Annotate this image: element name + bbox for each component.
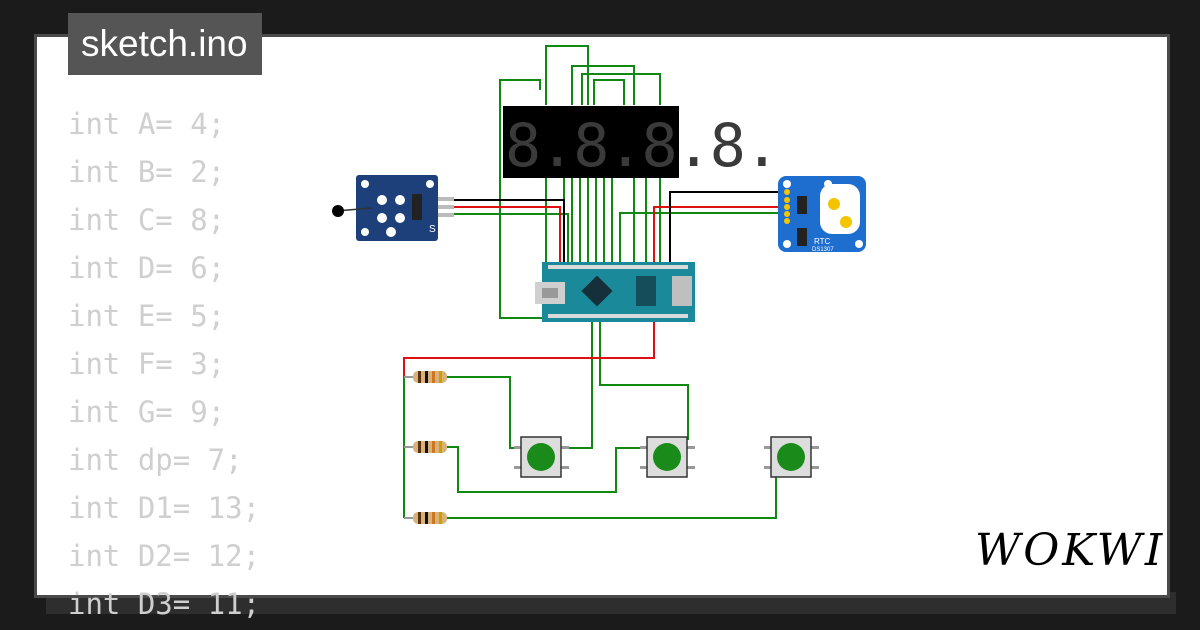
file-tab[interactable]: sketch.ino: [68, 13, 262, 75]
resistor[interactable]: [404, 371, 447, 383]
push-button[interactable]: [764, 436, 819, 478]
code-line: int F= 3;: [68, 347, 226, 381]
resistor[interactable]: [404, 441, 447, 453]
seven-segment-display[interactable]: 8.8.8.8.: [503, 106, 780, 181]
temperature-sensor-module[interactable]: S: [332, 175, 454, 241]
arduino-nano-board[interactable]: [535, 262, 695, 322]
code-editor[interactable]: int A= 4; int B= 2; int C= 8; int D= 6; …: [68, 100, 408, 621]
code-line: int D3= 11;: [68, 587, 261, 621]
code-line: int dp= 7;: [68, 443, 243, 477]
red-wires: [403, 206, 780, 378]
code-line: int B= 2;: [68, 155, 226, 189]
star-logo-icon: [824, 180, 832, 188]
code-line: int D= 6;: [68, 251, 226, 285]
thermistor-icon: [332, 205, 344, 217]
svg-text:RTC: RTC: [814, 237, 831, 246]
code-line: int G= 9;: [68, 395, 226, 429]
code-line: int E= 5;: [68, 299, 226, 333]
code-line: int A= 4;: [68, 107, 226, 141]
rtc-module[interactable]: RTC DS1307: [778, 176, 866, 253]
code-line: int C= 8;: [68, 203, 226, 237]
code-line: int D2= 12;: [68, 539, 261, 573]
push-button[interactable]: [514, 436, 569, 478]
svg-text:DS1307: DS1307: [812, 247, 834, 253]
svg-text:S: S: [429, 224, 436, 235]
resistor[interactable]: [404, 512, 447, 524]
code-line: int D1= 13;: [68, 491, 261, 525]
wokwi-logo: WOKWI: [975, 525, 1166, 576]
svg-text:8.8.8.8.: 8.8.8.8.: [505, 111, 778, 181]
push-button[interactable]: [640, 436, 695, 478]
